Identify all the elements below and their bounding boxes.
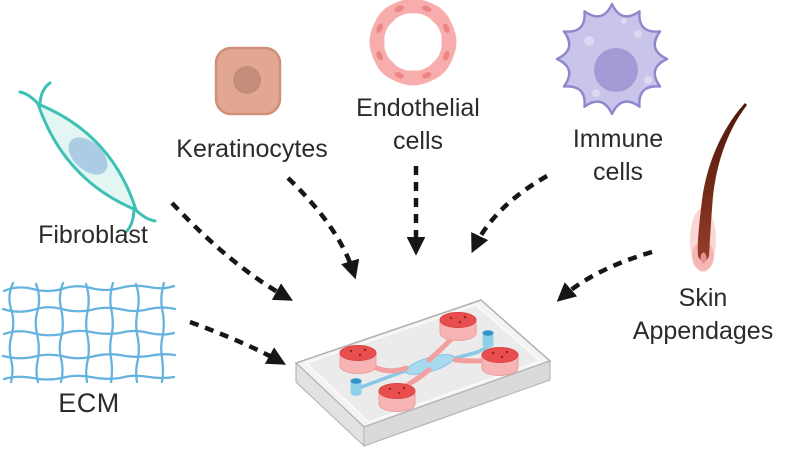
endothelial-cell-ring-icon xyxy=(369,0,457,86)
ecm-mesh-icon xyxy=(1,281,177,384)
arrow-keratinocytes-to-chip xyxy=(286,176,360,280)
immune-cell-icon xyxy=(555,2,669,116)
arrow-ecm-to-chip xyxy=(189,319,286,365)
fibroblast-label: Fibroblast xyxy=(38,221,148,249)
microfluidic-chip-icon xyxy=(294,299,552,448)
arrow-immune-to-chip xyxy=(471,174,549,254)
skin-appendages-label: Skin Appendages xyxy=(632,284,774,345)
hair-follicle-icon xyxy=(690,103,747,272)
ecm-label: ECM xyxy=(58,388,120,418)
fibroblast-icon xyxy=(18,81,157,234)
chip-reservoirs xyxy=(339,312,519,412)
arrow-fibroblast-to-chip xyxy=(170,201,293,301)
keratinocyte-cell-icon xyxy=(214,46,282,116)
chip-blue-ports xyxy=(350,330,494,396)
keratinocytes-label: Keratinocytes xyxy=(176,135,328,163)
immune-cells-label: Immune cells xyxy=(572,125,664,186)
arrow-skin-appendages-to-chip xyxy=(556,249,653,302)
endothelial-cells-label: Endothelial cells xyxy=(356,94,480,155)
